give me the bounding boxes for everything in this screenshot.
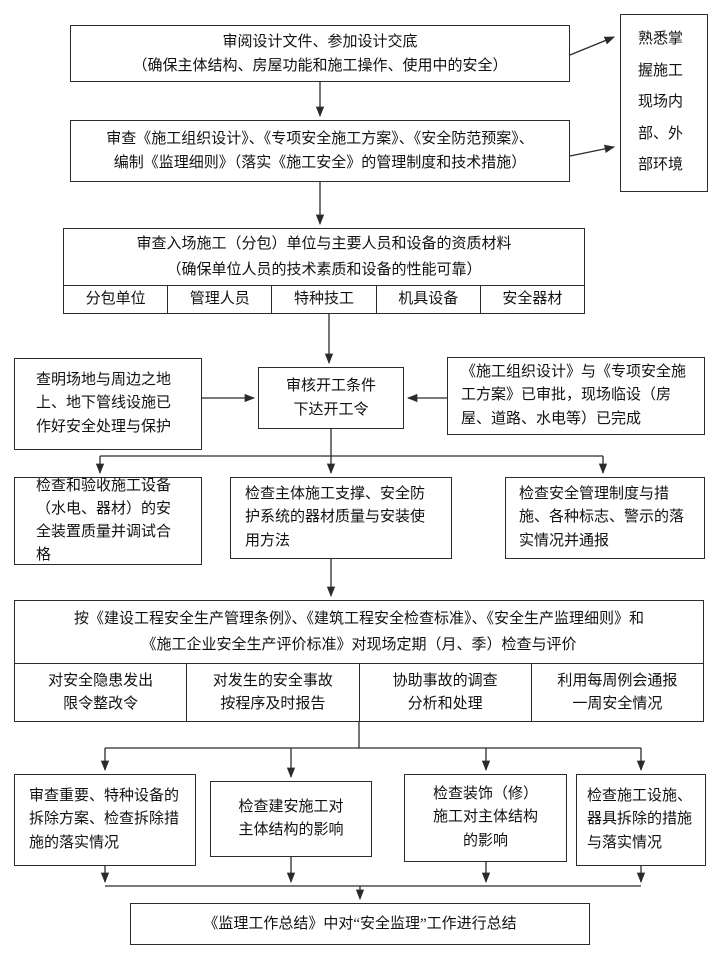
periodic-cell-weekly-meeting-line2: 一周安全情况 <box>572 695 663 712</box>
flow-box-demolition-review: 审查重要、特种设备的拆除方案、检查拆除措施的落实情况 <box>14 774 196 866</box>
summary-text: 《监理工作总结》中对“安全监理”工作进行总结 <box>203 916 517 932</box>
periodic-cell-accident-report-line2: 按程序及时报告 <box>220 695 326 712</box>
flow-box-support-check: 检查主体施工支撑、安全防护系统的器材质量与安装使用方法 <box>230 477 452 559</box>
periodic-check-head: 按《建设工程安全生产管理条例》、《建筑工程安全检查标准》、《安全生产监理细则》和… <box>15 601 703 663</box>
flow-box-periodic-check: 按《建设工程安全生产管理条例》、《建筑工程安全检查标准》、《安全生产监理细则》和… <box>14 600 704 722</box>
periodic-cell-investigation: 协助事故的调查 分析和处理 <box>358 664 531 721</box>
flow-box-summary: 《监理工作总结》中对“安全监理”工作进行总结 <box>130 903 590 945</box>
start-approval-line1: 审核开工条件 <box>285 378 376 394</box>
flow-box-design-review: 审阅设计文件、参加设计交底 （确保主体结构、房屋功能和施工操作、使用中的安全） <box>70 25 570 82</box>
qualification-cell-skilled-workers: 特种技工 <box>271 286 375 313</box>
qualification-cell-subcontractor: 分包单位 <box>85 291 146 308</box>
construction-impact-text: 检查建安施工对主体结构的影响 <box>238 798 344 838</box>
support-check-text: 检查主体施工支撑、安全防护系统的器材质量与安装使用方法 <box>245 486 426 549</box>
pipeline-check-text: 查明场地与周边之地上、地下管线设施已作好安全处理与保护 <box>36 372 172 435</box>
equipment-check-text: 检查和验收施工设备（水电、器材）的安全装置质量并调试合格 <box>36 477 172 564</box>
mgmt-check-text: 检查安全管理制度与措施、各种标志、警示的落实情况并通报 <box>519 486 685 549</box>
demolition-review-text: 审查重要、特种设备的拆除方案、检查拆除措施的落实情况 <box>29 788 180 851</box>
periodic-cell-investigation-line2: 分析和处理 <box>407 695 483 712</box>
flow-box-doc-review: 审查《施工组织设计》、《专项安全施工方案》、《安全防范预案》、 编制《监理细则》… <box>70 120 570 182</box>
qualification-head: 审查入场施工（分包）单位与主要人员和设备的资质材料 （确保单位人员的技术素质和设… <box>64 229 584 285</box>
arrow-docs-to-env <box>569 144 616 157</box>
flow-box-plan-approved: 《施工组织设计》与《专项安全施工方案》已审批，现场临设（房屋、道路、水电等）已完… <box>447 357 705 435</box>
qualification-cell-machinery: 机具设备 <box>375 286 480 313</box>
flow-box-equipment-check: 检查和验收施工设备（水电、器材）的安全装置质量并调试合格 <box>14 477 202 565</box>
periodic-cell-rectification-line2: 限令整改令 <box>63 695 139 712</box>
flow-box-pipeline-check: 查明场地与周边之地上、地下管线设施已作好安全处理与保护 <box>14 358 202 450</box>
periodic-cell-accident-report: 对发生的安全事故 按程序及时报告 <box>186 664 358 721</box>
qualification-line1: 审查入场施工（分包）单位与主要人员和设备的资质材料 <box>136 235 512 252</box>
periodic-cell-rectification-line1: 对安全隐患发出 <box>48 673 154 689</box>
flow-box-start-approval: 审核开工条件 下达开工令 <box>258 367 404 429</box>
periodic-cell-weekly-meeting: 利用每周例会通报 一周安全情况 <box>530 664 703 721</box>
plan-approved-text: 《施工组织设计》与《专项安全施工方案》已审批，现场临设（房屋、道路、水电等）已完… <box>461 364 687 427</box>
periodic-cell-investigation-line1: 协助事故的调查 <box>392 673 498 689</box>
flow-box-site-environment: 熟悉掌握施工现场内部、外部环境 <box>620 14 708 192</box>
periodic-cell-accident-report-line1: 对发生的安全事故 <box>212 673 333 689</box>
start-approval-line2: 下达开工令 <box>293 402 369 418</box>
design-review-line1: 审阅设计文件、参加设计交底 <box>222 33 418 50</box>
flow-box-facility-removal: 检查施工设施、器具拆除的措施与落实情况 <box>576 774 706 866</box>
periodic-check-line1: 按《建设工程安全生产管理条例》、《建筑工程安全检查标准》、《安全生产监理细则》和 <box>73 610 644 627</box>
design-review-line2: （确保主体结构、房屋功能和施工操作、使用中的安全） <box>132 57 508 74</box>
site-environment-text: 熟悉掌握施工现场内部、外部环境 <box>638 31 684 174</box>
periodic-cell-weekly-meeting-line1: 利用每周例会通报 <box>557 673 678 689</box>
doc-review-line2: 编制《监理细则》（落实《施工安全》的管理制度和技术措施） <box>113 155 527 171</box>
qualification-cell-safety-gear: 安全器材 <box>479 286 584 313</box>
doc-review-line1: 审查《施工组织设计》、《专项安全施工方案》、《安全防范预案》、 <box>106 131 534 147</box>
periodic-cell-rectification: 对安全隐患发出 限令整改令 <box>15 664 186 721</box>
qualification-cells: 分包单位 管理人员 特种技工 机具设备 安全器材 <box>64 285 584 313</box>
qualification-line2: （确保单位人员的技术素质和设备的性能可靠） <box>166 262 482 278</box>
flow-box-decoration-impact: 检查装饰（修）施工对主体结构的影响 <box>404 774 567 862</box>
periodic-check-line2: 《施工企业安全生产评价标准》对现场定期（月、季）检查与评价 <box>141 637 577 653</box>
facility-removal-text: 检查施工设施、器具拆除的措施与落实情况 <box>587 788 693 851</box>
flow-box-mgmt-check: 检查安全管理制度与措施、各种标志、警示的落实情况并通报 <box>505 477 705 559</box>
arrow-review-to-env <box>569 36 615 56</box>
periodic-check-cells: 对安全隐患发出 限令整改令 对发生的安全事故 按程序及时报告 协助事故的调查 分… <box>15 663 703 721</box>
flow-box-construction-impact: 检查建安施工对主体结构的影响 <box>210 781 372 857</box>
qualification-cell-managers: 管理人员 <box>167 286 271 313</box>
decoration-impact-text: 检查装饰（修）施工对主体结构的影响 <box>432 786 538 849</box>
flow-box-qualification: 审查入场施工（分包）单位与主要人员和设备的资质材料 （确保单位人员的技术素质和设… <box>63 228 585 314</box>
